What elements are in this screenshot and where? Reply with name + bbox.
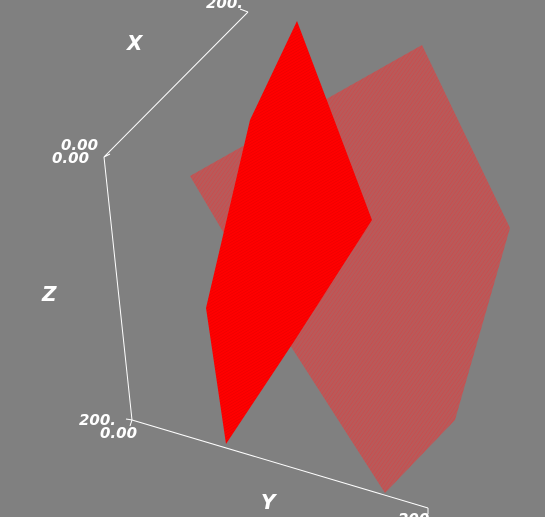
- axes-lines: [103, 8, 429, 514]
- y-axis-end-tick-label: 200: [398, 510, 429, 517]
- z-axis-top-tick-label: 0.00: [52, 149, 89, 167]
- z-axis-title: Z: [41, 282, 57, 306]
- z-axis-bottom-tick: [125, 418, 133, 421]
- x-axis-line: [103, 11, 249, 158]
- x-axis-title: X: [125, 31, 144, 55]
- y-axis-line: [131, 419, 429, 509]
- z-axis-bottom-tick-label: 200.: [79, 411, 116, 429]
- y-axis-origin-tick-label: 0.00: [100, 424, 137, 442]
- x-axis-origin-tick-label: 0.00: [61, 136, 98, 154]
- y-axis-title: Y: [261, 490, 278, 514]
- z-axis-top-tick: [103, 153, 111, 158]
- front-plane: [206, 21, 372, 444]
- y-axis-origin-tick: [129, 419, 133, 427]
- x-axis-end-tick-label: 200.: [206, 0, 243, 12]
- x-axis-end-tick: [239, 8, 249, 13]
- z-axis-line: [103, 156, 133, 421]
